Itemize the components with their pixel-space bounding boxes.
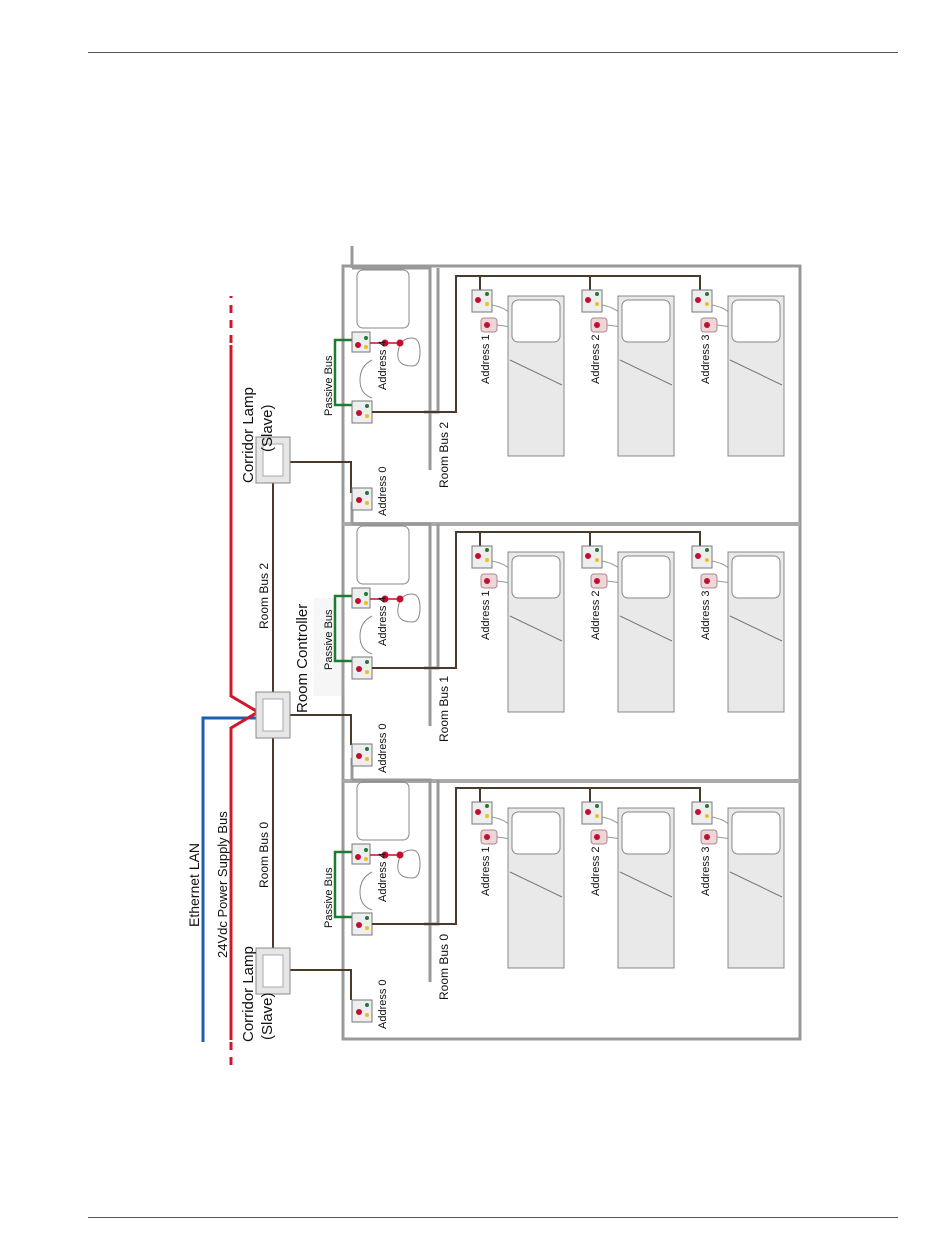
room-bus-1-label: Room Bus 1 [437, 676, 451, 742]
room2-passive-bus: Passive Bus [323, 355, 335, 416]
room-bus-2-label: Room Bus 2 [437, 422, 451, 488]
corridor-lamp-left-slave: (Slave) [259, 992, 276, 1040]
room-bus-0-label: Room Bus 0 [437, 934, 451, 1000]
room2-address-2: Address 2 [590, 334, 602, 384]
room0-address-2: Address 2 [590, 846, 602, 896]
room0-address-1: Address 1 [480, 846, 492, 896]
room0-address-0: Address 0 [377, 979, 389, 1029]
room2-address-0: Address 0 [377, 466, 389, 516]
header-rule [88, 52, 898, 53]
room-controller-label: Room Controller [294, 604, 311, 713]
room2-address-1: Address 1 [480, 334, 492, 384]
room2-address-4: Address 4 [377, 340, 389, 390]
bus-wire [290, 714, 352, 745]
corridor-lamp-top-slave: (Slave) [259, 404, 276, 452]
corridor-lamp-left [255, 947, 291, 995]
corridor-lamp-left-label: Corridor Lamp [240, 946, 257, 1042]
bus-wire [290, 969, 352, 1000]
room1-address-1: Address 1 [480, 590, 492, 640]
ethernet-lan-label: Ethernet LAN [186, 843, 202, 927]
room1-address-3: Address 3 [700, 590, 712, 640]
room1-address-0: Address 0 [377, 723, 389, 773]
room1-address-2: Address 2 [590, 590, 602, 640]
room2-address-3: Address 3 [700, 334, 712, 384]
room0-address-4: Address 4 [377, 852, 389, 902]
corridor-room-bus-2: Room Bus 2 [257, 563, 271, 629]
room1-passive-bus: Passive Bus [323, 609, 335, 670]
room0-address-3: Address 3 [700, 846, 712, 896]
corridor-room-bus-0: Room Bus 0 [257, 822, 271, 888]
room-0 [333, 758, 785, 1023]
bus-wire [290, 461, 352, 493]
corridor-lamp-top [255, 436, 291, 484]
room0-passive-bus: Passive Bus [323, 867, 335, 928]
room-divider [343, 522, 800, 526]
room-controller-box [255, 691, 291, 739]
room-2 [333, 246, 785, 511]
building-outline [341, 264, 802, 1041]
room-1 [333, 502, 785, 767]
corridor-lamp-top-label: Corridor Lamp [240, 387, 257, 483]
room1-address-4: Address 4 [377, 596, 389, 646]
footer-rule [88, 1217, 898, 1218]
room-divider [343, 779, 800, 783]
ethernet-lan-line [201, 716, 258, 1040]
power-bus-label: 24Vdc Power Supply Bus [215, 811, 230, 958]
